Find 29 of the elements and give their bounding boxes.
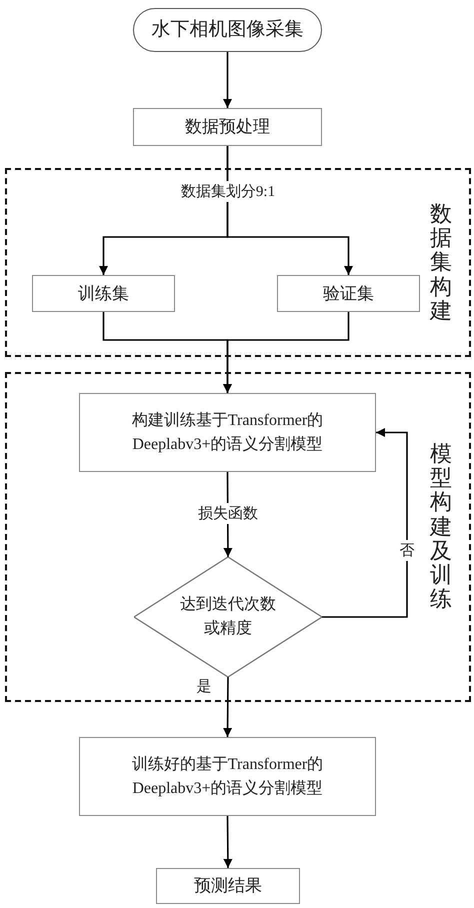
node-text: 水下相机图像采集	[152, 18, 304, 42]
arrow	[223, 52, 232, 108]
decision-diamond	[134, 557, 322, 677]
process-box	[133, 108, 322, 146]
arrow	[322, 428, 408, 618]
dashed-group-frame	[5, 372, 471, 702]
arrow	[223, 312, 350, 393]
arrow	[223, 816, 232, 868]
edge-label: 数据集划分9:1	[180, 180, 276, 202]
edge-label: 是	[196, 678, 212, 696]
node-text: 构建训练基于Transformer的 Deeplabv3+的语义分割模型	[130, 410, 324, 454]
process-box	[32, 275, 175, 312]
edge-label: 否	[398, 540, 416, 560]
arrow	[223, 677, 232, 737]
group-heading: 数据集构建	[430, 202, 452, 323]
node-text: 数据预处理	[185, 116, 270, 138]
process-box	[156, 868, 300, 904]
node-text: 达到迭代次数或精度	[179, 594, 277, 639]
node-text: 验证集	[323, 282, 374, 305]
process-box	[79, 737, 376, 816]
group-heading: 模型构建及训练	[430, 442, 452, 612]
node-text: 训练集	[78, 282, 129, 305]
node-text: 预测结果	[194, 875, 262, 898]
start-terminal	[133, 8, 322, 52]
process-box	[79, 393, 376, 472]
edge-label: 损失函数	[197, 502, 259, 524]
arrow	[226, 146, 353, 275]
process-box	[277, 275, 420, 312]
node-text: 训练好的基于Transformer的 Deeplabv3+的语义分割模型	[130, 754, 324, 798]
